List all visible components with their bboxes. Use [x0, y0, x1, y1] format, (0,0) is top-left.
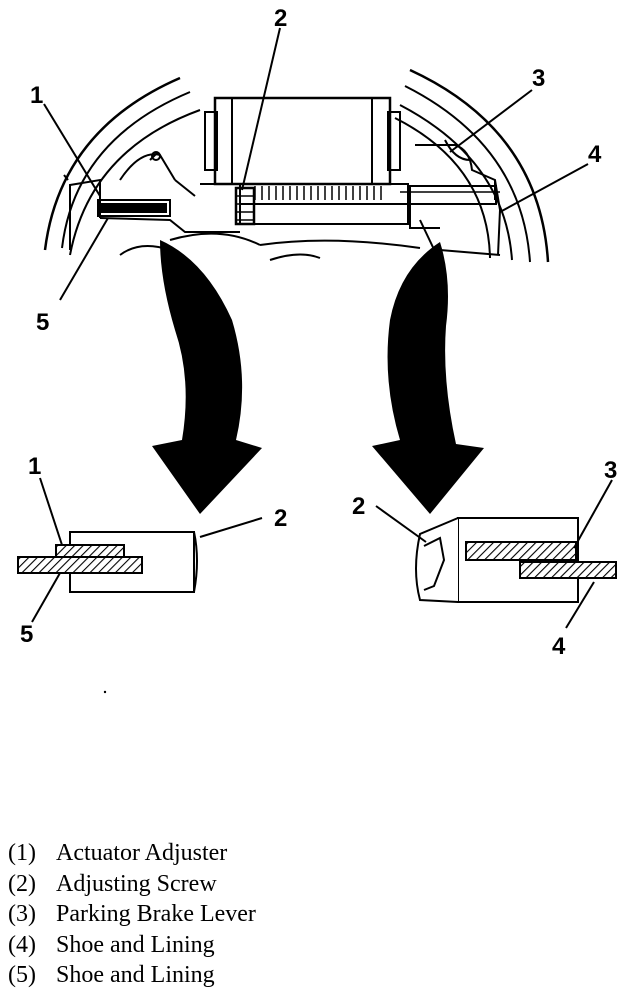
callout-3-top: 3 — [532, 65, 545, 92]
callout-3-detail-right: 3 — [604, 457, 617, 484]
legend-item: (5)Shoe and Lining — [8, 962, 215, 988]
callout-2-detail-right: 2 — [352, 493, 365, 520]
legend-item: (1)Actuator Adjuster — [8, 840, 228, 866]
callout-5-detail-left: 5 — [20, 621, 33, 648]
legend-item: (4)Shoe and Lining — [8, 931, 215, 958]
top-leader-lines — [43, 27, 589, 301]
callout-4-top: 4 — [588, 141, 602, 168]
legend: (1)Actuator Adjuster (2)Adjusting Screw … — [8, 838, 256, 991]
legend-item: (2)Adjusting Screw — [8, 870, 217, 897]
callout-1-top: 1 — [30, 82, 43, 109]
legend-item: (3)Parking Brake Lever — [8, 901, 256, 927]
stray-dot — [103, 690, 107, 694]
callout-4-detail-right: 4 — [552, 633, 566, 660]
callout-2-top: 2 — [274, 5, 287, 32]
callout-2-detail-left: 2 — [274, 505, 287, 532]
detail-left — [17, 477, 263, 623]
callout-1-detail-left: 1 — [28, 453, 41, 480]
brake-assembly-illustration — [43, 68, 550, 263]
detail-right — [375, 479, 617, 629]
callout-5-top: 5 — [36, 309, 49, 336]
left-curved-arrow — [152, 240, 262, 514]
right-curved-arrow — [372, 242, 484, 514]
